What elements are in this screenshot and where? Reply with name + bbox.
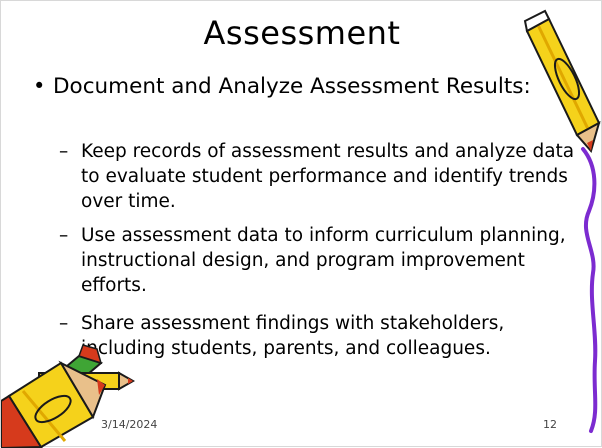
- slide-date: 3/14/2024: [101, 418, 158, 431]
- sub-bullet-3: – Share assessment findings with stakeho…: [59, 311, 591, 361]
- sub-bullet-2: – Use assessment data to inform curricul…: [59, 223, 591, 298]
- bullet-dot: •: [33, 74, 46, 98]
- slide-page-number: 12: [543, 418, 557, 431]
- dash-marker: –: [59, 141, 69, 162]
- sub-bullet-text: Keep records of assessment results and a…: [81, 141, 575, 212]
- main-bullet: • Document and Analyze Assessment Result…: [33, 71, 553, 102]
- dash-marker: –: [59, 225, 69, 246]
- sub-bullet-text: Share assessment findings with stakehold…: [81, 313, 505, 359]
- main-bullet-text: Document and Analyze Assessment Results:: [53, 74, 531, 99]
- slide-title: Assessment: [203, 14, 401, 52]
- sub-bullet-1: – Keep records of assessment results and…: [59, 139, 591, 214]
- sub-bullet-text: Use assessment data to inform curriculum…: [81, 225, 566, 296]
- dash-marker: –: [59, 313, 69, 334]
